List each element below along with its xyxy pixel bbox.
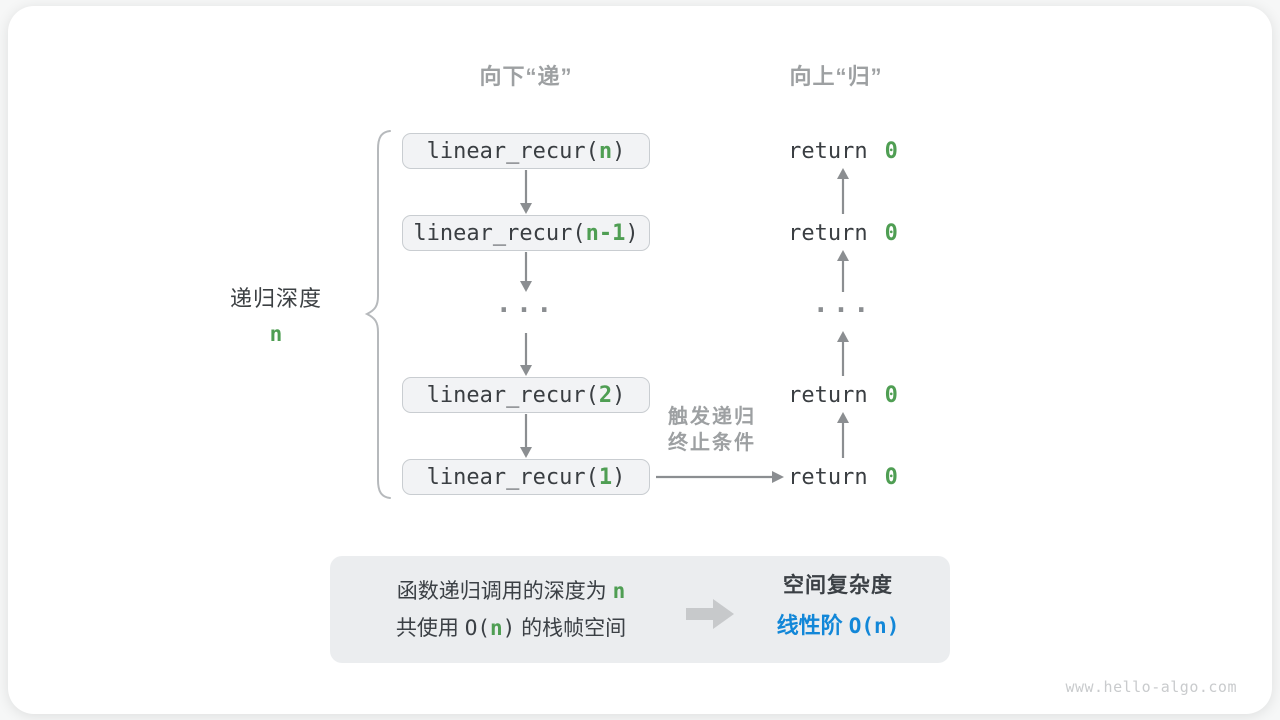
complexity-value: 线性阶 O(n)	[776, 613, 900, 638]
brace-icon	[364, 130, 391, 499]
call-arg: n-1	[585, 220, 626, 246]
complexity-title: 空间复杂度	[783, 574, 893, 597]
call-arg: n	[598, 138, 613, 164]
call-box-n-1: linear_recur(n-1)	[402, 215, 650, 251]
return-statement: return 0	[733, 462, 953, 492]
up-arrow-icon	[837, 250, 849, 292]
recursion-depth-label: 递归深度 n	[176, 281, 376, 346]
return-value: 0	[884, 220, 898, 246]
call-box-n: linear_recur(n)	[402, 133, 650, 169]
block-arrow-icon	[686, 599, 734, 629]
call-text: )	[612, 464, 626, 490]
depth-text: 递归深度	[229, 286, 322, 311]
call-text: linear_recur(	[413, 220, 586, 246]
call-arg: 2	[598, 382, 613, 408]
call-text: )	[625, 220, 639, 246]
down-arrow-icon	[520, 414, 532, 458]
return-keyword: return	[788, 138, 868, 164]
return-statement: return 0	[733, 380, 953, 410]
return-value: 0	[884, 464, 898, 490]
call-text: linear_recur(	[426, 138, 599, 164]
summary-result: 空间复杂度 线性阶 O(n)	[740, 572, 936, 641]
summary-n: n	[489, 616, 503, 640]
header-descend: 向下“递”	[479, 64, 573, 89]
call-text: )	[612, 382, 626, 408]
watermark: www.hello-algo.com	[1065, 678, 1237, 696]
down-arrow-icon	[520, 333, 532, 376]
summary-card	[330, 556, 950, 663]
summary-line1: 函数递归调用的深度为 n	[396, 579, 626, 603]
call-box-1: linear_recur(1)	[402, 459, 650, 495]
call-box-2: linear_recur(2)	[402, 377, 650, 413]
summary-explanation: 函数递归调用的深度为 n 共使用 O(n) 的栈帧空间	[336, 577, 686, 643]
return-keyword: return	[788, 382, 868, 408]
returns-ellipsis: ...	[812, 288, 874, 319]
call-text: )	[612, 138, 626, 164]
trigger-line2: 终止条件	[668, 432, 756, 454]
base-case-trigger-label: 触发递归 终止条件	[630, 404, 794, 456]
call-text: linear_recur(	[426, 464, 599, 490]
right-arrow-icon	[656, 471, 784, 483]
return-statement: return 0	[733, 136, 953, 166]
return-value: 0	[884, 138, 898, 164]
trigger-line1: 触发递归	[668, 406, 756, 428]
call-arg: 1	[598, 464, 613, 490]
call-text: linear_recur(	[426, 382, 599, 408]
summary-line2: 共使用 O(n) 的栈帧空间	[395, 616, 627, 640]
down-arrow-icon	[520, 170, 532, 214]
return-keyword: return	[788, 220, 868, 246]
down-arrow-icon	[520, 252, 532, 292]
up-arrow-icon	[837, 168, 849, 214]
summary-n: n	[612, 579, 626, 603]
stack-ellipsis: ...	[495, 288, 557, 319]
return-value: 0	[884, 382, 898, 408]
depth-value: n	[269, 322, 283, 346]
up-arrow-icon	[837, 412, 849, 458]
complexity-code: O(n)	[848, 614, 900, 638]
return-statement: return 0	[733, 218, 953, 248]
return-keyword: return	[788, 464, 868, 490]
up-arrow-icon	[837, 331, 849, 376]
header-ascend: 向上“归”	[789, 64, 883, 89]
